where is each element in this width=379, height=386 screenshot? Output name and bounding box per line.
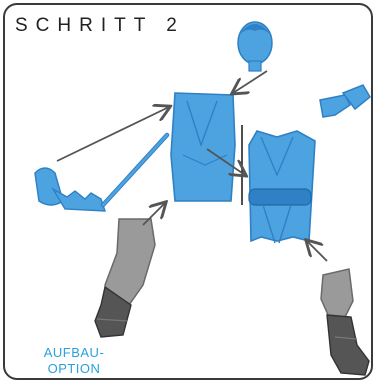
assembly-diagram (5, 5, 373, 380)
arrow-leg-to-vest (307, 241, 327, 261)
leg-icon (321, 269, 369, 375)
vest-icon (242, 125, 315, 243)
leg-icon (95, 219, 155, 337)
arrow-leg-to-torso (143, 203, 165, 225)
torso-icon (171, 93, 235, 201)
instruction-card: SCHRITT 2 (3, 3, 373, 380)
build-option-line2: OPTION (39, 361, 109, 377)
build-option-label: AUFBAU- OPTION (39, 345, 109, 377)
head-icon (238, 22, 272, 71)
build-option-line1: AUFBAU- (39, 345, 109, 361)
sword-arm-icon (35, 135, 167, 211)
arm-icon (320, 85, 370, 117)
arrow-head-to-torso (233, 71, 267, 93)
